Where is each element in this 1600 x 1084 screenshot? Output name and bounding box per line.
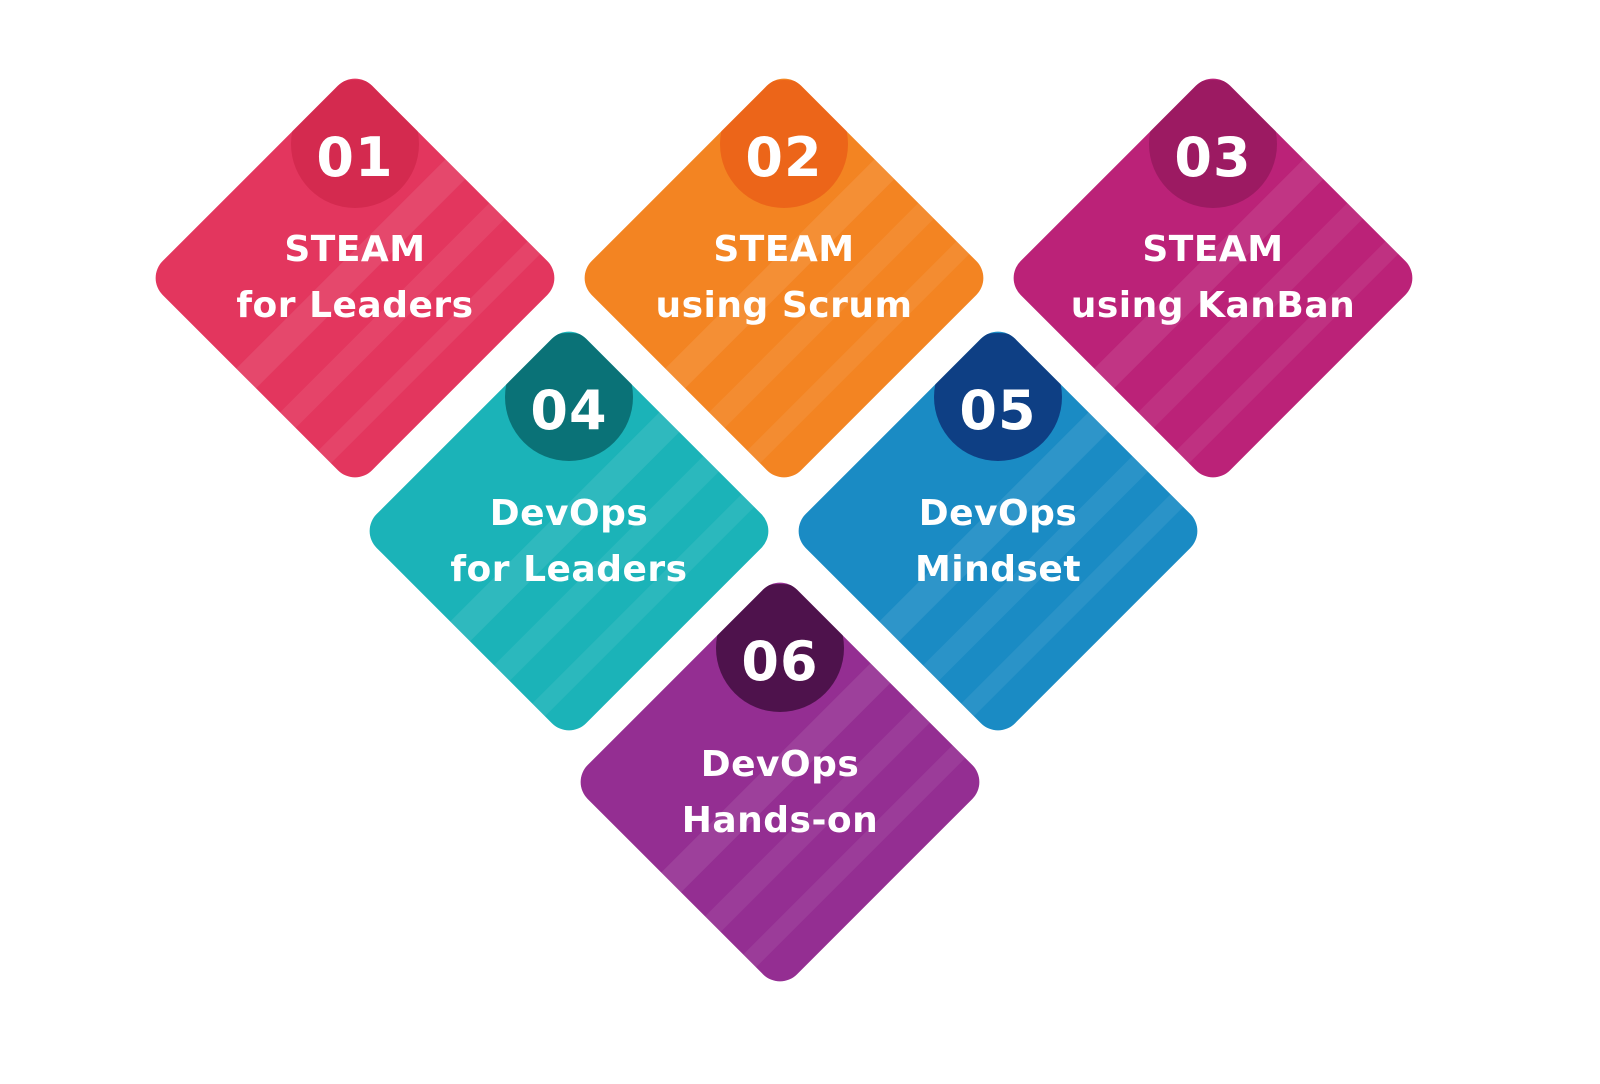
card-label-line1: STEAM [1142, 229, 1284, 270]
card-label-line2: Mindset [914, 549, 1082, 590]
diamond-01 [145, 68, 565, 488]
card-label: STEAM using KanBan [1003, 222, 1423, 334]
diamond-03 [1003, 68, 1423, 488]
card-01: 01 STEAM for Leaders [145, 68, 565, 488]
card-label: DevOps for Leaders [359, 486, 779, 598]
card-number: 01 [316, 126, 394, 189]
card-label: STEAM using Scrum [574, 222, 994, 334]
card-label-line2: using KanBan [1070, 285, 1356, 326]
card-number: 04 [530, 379, 608, 442]
number-cap [720, 80, 848, 208]
card-label-line2: Hands-on [681, 800, 879, 841]
number-cap [505, 333, 633, 461]
card-label-line2: for Leaders [236, 285, 474, 326]
number-cap [1149, 80, 1277, 208]
diamond-06 [570, 572, 990, 992]
card-label: DevOps Hands-on [570, 737, 990, 849]
card-number: 06 [741, 630, 819, 693]
card-06: 06 DevOps Hands-on [570, 572, 990, 992]
diamond-05 [788, 321, 1208, 741]
card-03: 03 STEAM using KanBan [1003, 68, 1423, 488]
number-cap [291, 80, 419, 208]
card-number: 02 [745, 126, 823, 189]
card-label-line2: for Leaders [450, 549, 688, 590]
card-label-line2: using Scrum [655, 285, 913, 326]
card-label-line1: STEAM [284, 229, 426, 270]
card-number: 05 [959, 379, 1037, 442]
diamond-04 [359, 321, 779, 741]
card-label-line1: DevOps [489, 493, 649, 534]
card-label-line1: DevOps [918, 493, 1078, 534]
card-label-line1: STEAM [713, 229, 855, 270]
card-label: STEAM for Leaders [145, 222, 565, 334]
card-label: DevOps Mindset [788, 486, 1208, 598]
card-04: 04 DevOps for Leaders [359, 321, 779, 741]
card-05: 05 DevOps Mindset [788, 321, 1208, 741]
card-label-line1: DevOps [700, 744, 860, 785]
number-cap [716, 584, 844, 712]
card-number: 03 [1174, 126, 1252, 189]
number-cap [934, 333, 1062, 461]
